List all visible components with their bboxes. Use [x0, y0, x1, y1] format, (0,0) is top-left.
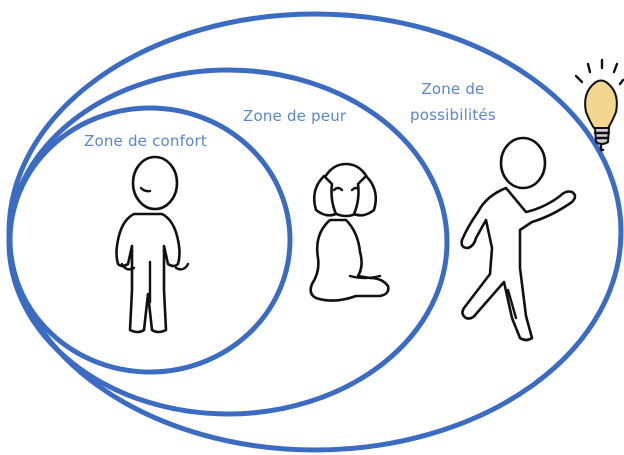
lightbulb-icon [574, 58, 624, 152]
standing-person-icon [115, 155, 190, 334]
comfort-zone-ellipse [7, 105, 293, 375]
fear-zone-label: Zone de peur [243, 107, 347, 125]
walking-person-icon [460, 136, 577, 342]
possibilities-zone-label-line1: Zone de [421, 80, 485, 98]
possibilities-zone-label: Zone de possibilités [410, 76, 496, 128]
scared-kneeling-person-icon [309, 162, 390, 302]
possibilities-zone-label-line2: possibilités [410, 106, 496, 124]
comfort-zone-label: Zone de confort [84, 132, 207, 150]
fear-zone-ellipse [6, 67, 450, 417]
